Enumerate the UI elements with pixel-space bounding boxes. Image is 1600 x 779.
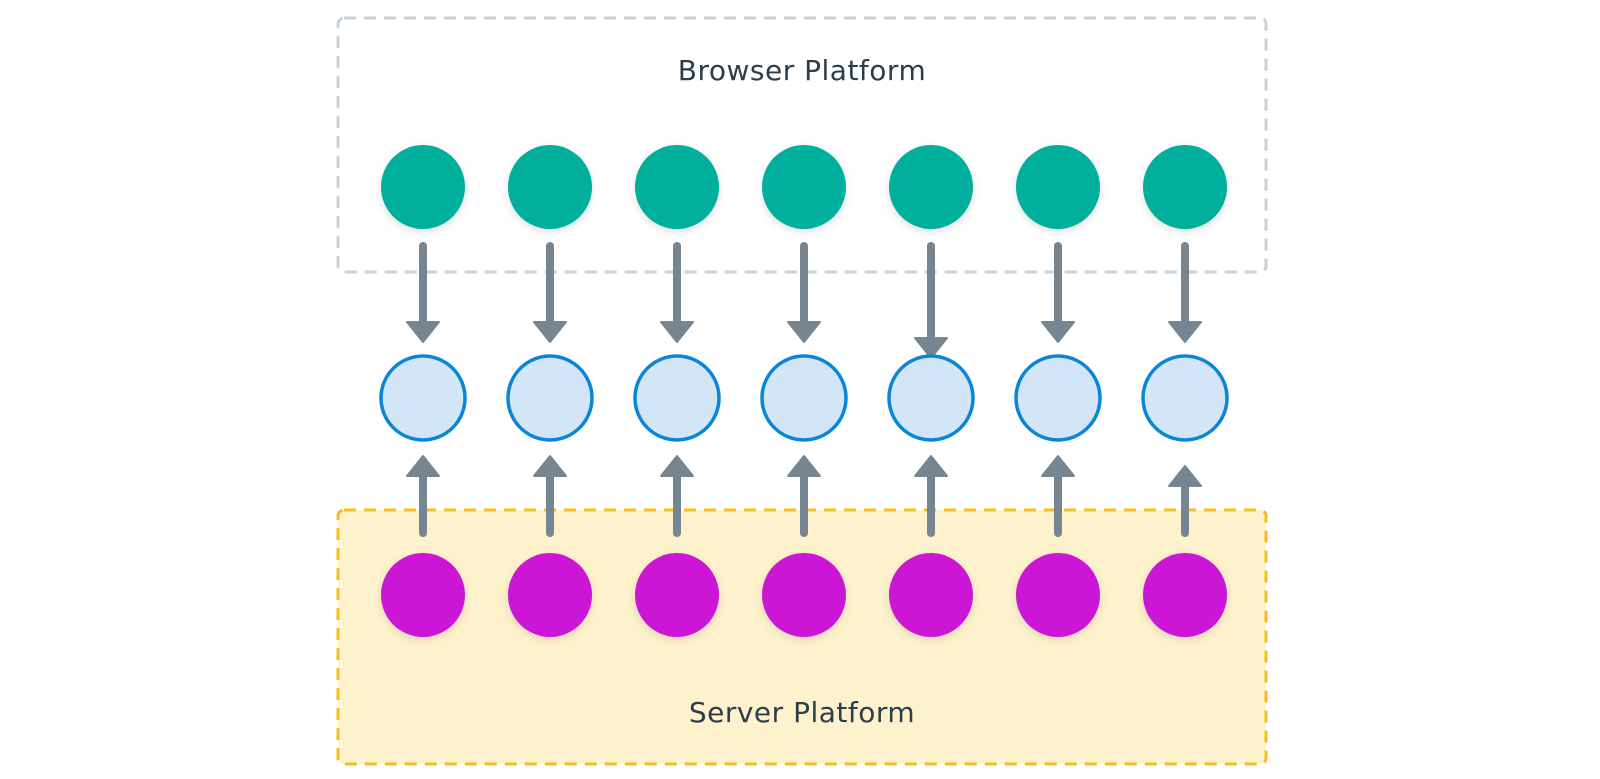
browser-node — [635, 145, 719, 229]
up-arrow-icon — [533, 455, 567, 537]
arrows — [406, 242, 1202, 537]
browser-node — [1016, 145, 1100, 229]
server-node — [1016, 553, 1100, 637]
bridge-nodes — [379, 354, 1229, 442]
browser-node — [381, 145, 465, 229]
bridge-node — [887, 354, 975, 442]
down-arrow-icon — [1168, 242, 1202, 343]
server-nodes — [381, 553, 1227, 637]
server-node — [889, 553, 973, 637]
down-arrow-icon — [787, 242, 821, 343]
browser-node — [889, 145, 973, 229]
bridge-node — [760, 354, 848, 442]
bridge-node — [379, 354, 467, 442]
server-node — [1143, 553, 1227, 637]
server-node — [635, 553, 719, 637]
down-arrow-icon — [1041, 242, 1075, 343]
up-arrow-icon — [914, 455, 948, 537]
browser-nodes — [381, 145, 1227, 229]
server-node — [381, 553, 465, 637]
down-arrow-icon — [406, 242, 440, 343]
browser-platform-label: Browser Platform — [678, 54, 926, 87]
down-arrow-icon — [660, 242, 694, 343]
up-arrow-icon — [406, 455, 440, 537]
server-node — [508, 553, 592, 637]
server-node — [762, 553, 846, 637]
bridge-node — [1141, 354, 1229, 442]
browser-node — [508, 145, 592, 229]
up-arrow-icon — [1041, 455, 1075, 537]
bridge-node — [633, 354, 721, 442]
bridge-node — [506, 354, 594, 442]
up-arrow-icon — [1168, 465, 1202, 537]
down-arrow-icon — [914, 242, 948, 359]
browser-node — [762, 145, 846, 229]
up-arrow-icon — [787, 455, 821, 537]
up-arrow-icon — [660, 455, 694, 537]
browser-node — [1143, 145, 1227, 229]
bridge-node — [1014, 354, 1102, 442]
server-platform-box: Server Platform — [336, 508, 1268, 766]
browser-platform-box: Browser Platform — [336, 16, 1268, 274]
down-arrow-icon — [533, 242, 567, 343]
server-platform-label: Server Platform — [689, 696, 915, 729]
